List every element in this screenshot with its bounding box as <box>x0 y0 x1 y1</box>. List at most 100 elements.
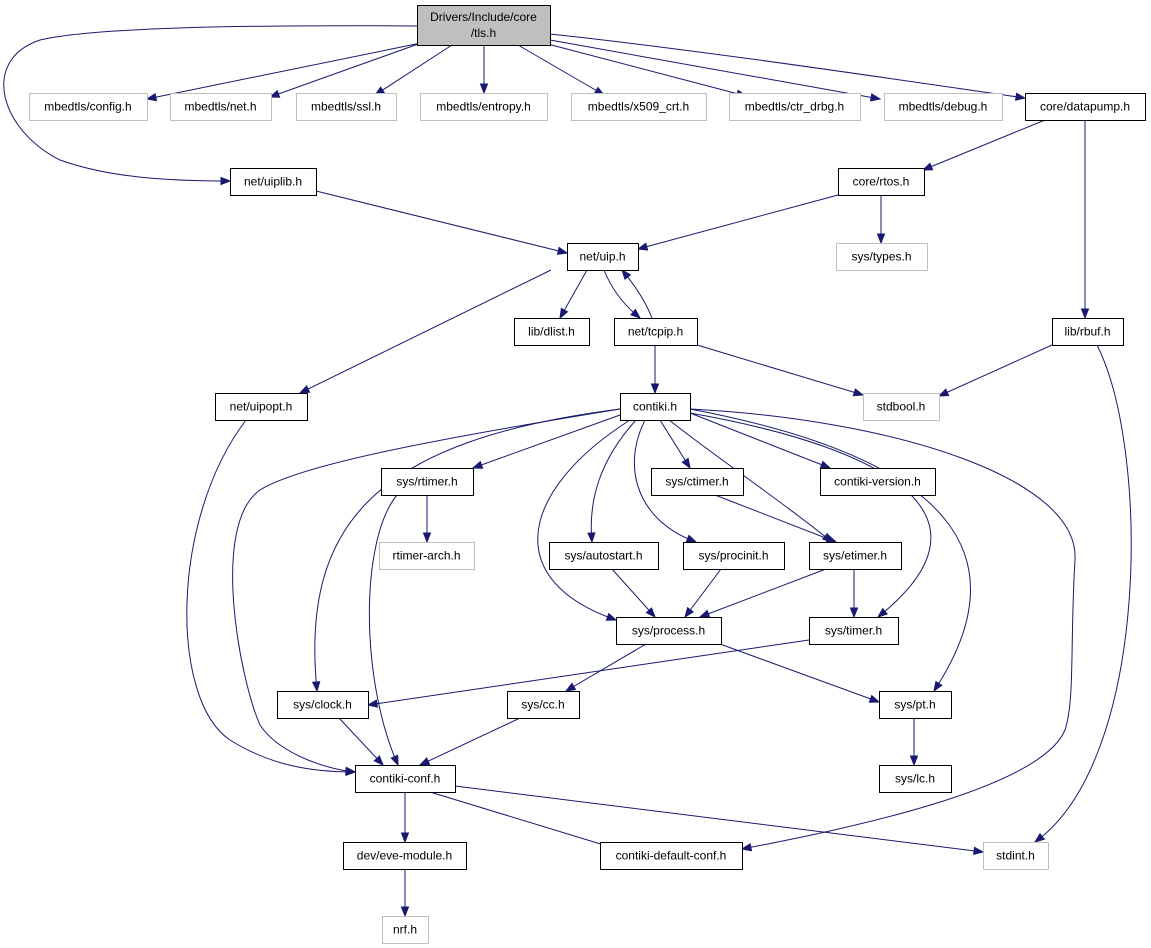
edges-layer <box>3 25 1132 918</box>
node-nrf[interactable]: nrf.h <box>382 916 429 944</box>
node-autostart[interactable]: sys/autostart.h <box>549 542 659 570</box>
node-box <box>809 617 899 645</box>
node-rtos[interactable]: core/rtos.h <box>838 168 925 196</box>
edge-line-contiki-to-autostart <box>590 419 637 543</box>
node-process[interactable]: sys/process.h <box>616 617 722 645</box>
edge-tls-to-uiplib <box>3 25 418 186</box>
edge-tcpip-to-stdbool <box>696 344 865 397</box>
edge-rtimer-to-rtimerarch <box>422 495 432 544</box>
edge-conf-to-eve <box>400 792 410 844</box>
edge-line-contiki-to-cversion <box>689 412 831 469</box>
node-box <box>884 93 1003 121</box>
node-uiplib[interactable]: net/uiplib.h <box>230 168 317 196</box>
node-dlist[interactable]: lib/dlist.h <box>514 318 590 346</box>
node-box <box>29 93 148 121</box>
node-datapump[interactable]: core/datapump.h <box>1025 93 1146 121</box>
edge-line-tls-to-uiplib <box>3 25 418 182</box>
node-box <box>1025 93 1146 121</box>
node-box <box>836 243 928 271</box>
edge-arrowhead-contiki-to-conf <box>345 766 357 776</box>
edge-tls-to-mbedtls_debug <box>549 39 882 102</box>
node-tls[interactable]: Drivers/Include/core/tls.h <box>417 5 551 46</box>
node-mbedtls-ssl[interactable]: mbedtls/ssl.h <box>296 93 397 121</box>
node-box <box>879 691 952 719</box>
edge-arrowhead-rtimer-to-conf <box>390 754 399 767</box>
edge-line-tls-to-mbedtls_net <box>269 42 422 98</box>
node-eve[interactable]: dev/eve-module.h <box>343 842 467 870</box>
edge-line-datapump-to-rtos <box>922 119 1046 171</box>
node-label: contiki-version.h <box>834 475 921 489</box>
edge-arrowhead-rtimer-to-rtimerarch <box>422 532 432 544</box>
node-box <box>879 765 952 793</box>
edge-line-contiki-to-process <box>537 419 631 621</box>
edge-arrowhead-tls-to-mbedtls_entropy <box>479 83 489 95</box>
node-mbedtls-net[interactable]: mbedtls/net.h <box>170 93 272 121</box>
node-pt[interactable]: sys/pt.h <box>879 691 952 719</box>
edge-arrowhead-rbuf-to-stdbool <box>937 388 950 397</box>
node-clock[interactable]: sys/clock.h <box>277 691 369 719</box>
node-mbedtls-ctr[interactable]: mbedtls/ctr_drbg.h <box>729 93 861 121</box>
edge-line-tls-to-mbedtls_x509 <box>517 44 605 96</box>
node-types[interactable]: sys/types.h <box>836 243 928 271</box>
node-lc[interactable]: sys/lc.h <box>879 765 952 793</box>
node-uip[interactable]: net/uip.h <box>567 243 639 271</box>
node-rbuf[interactable]: lib/rbuf.h <box>1052 318 1124 346</box>
node-timer[interactable]: sys/timer.h <box>809 617 899 645</box>
node-stdbool[interactable]: stdbool.h <box>863 393 940 421</box>
edge-arrowhead-datapump-to-rtos <box>921 162 934 171</box>
node-box <box>983 842 1049 870</box>
edge-line-rtimer-to-conf <box>368 494 399 766</box>
edge-arrowhead-contiki-to-process <box>605 612 618 621</box>
node-mbedtls-x509[interactable]: mbedtls/x509_crt.h <box>571 93 707 121</box>
node-label: rtimer-arch.h <box>392 549 460 563</box>
edge-line-uipopt-to-conf <box>186 419 356 773</box>
node-box <box>620 393 691 421</box>
node-tcpip[interactable]: net/tcpip.h <box>614 318 698 346</box>
node-mbedtls-config[interactable]: mbedtls/config.h <box>29 93 148 121</box>
node-box <box>571 93 707 121</box>
node-defconf[interactable]: contiki-default-conf.h <box>600 842 743 870</box>
node-procinit[interactable]: sys/procinit.h <box>683 542 785 570</box>
node-ctimer[interactable]: sys/ctimer.h <box>651 468 744 496</box>
node-cc[interactable]: sys/cc.h <box>507 691 580 719</box>
edge-conf-to-defconf <box>429 791 619 851</box>
edge-rtimer-to-conf <box>368 494 399 767</box>
edge-datapump-to-rtos <box>921 119 1046 171</box>
edge-line-contiki-to-etimer <box>668 419 833 543</box>
node-mbedtls-debug[interactable]: mbedtls/debug.h <box>884 93 1003 121</box>
edge-arrowhead-datapump-to-rbuf <box>1080 308 1090 320</box>
node-label: core/datapump.h <box>1040 100 1130 114</box>
edge-process-to-cc <box>564 643 647 692</box>
edge-tcpip-to-uip <box>621 268 653 319</box>
node-cversion[interactable]: contiki-version.h <box>820 468 936 496</box>
edge-conf-to-stdint <box>454 785 985 856</box>
edge-arrowhead-uip-to-dlist <box>559 307 569 320</box>
edge-arrowhead-tls-to-uiplib <box>220 176 232 186</box>
edge-arrowhead-tls-to-datapump <box>1014 92 1027 101</box>
edge-datapump-to-rbuf <box>1080 120 1090 320</box>
edge-arrowhead-rbuf-to-stdint <box>1033 832 1046 843</box>
node-stdint[interactable]: stdint.h <box>983 842 1049 870</box>
node-label: sys/pt.h <box>894 698 935 712</box>
node-box <box>683 542 785 570</box>
edge-line-contiki-to-timer <box>689 412 932 618</box>
edge-line-rtos-to-uip <box>637 194 839 250</box>
node-box <box>838 168 925 196</box>
node-label: mbedtls/debug.h <box>899 100 988 114</box>
node-box <box>296 93 397 121</box>
node-contiki[interactable]: contiki.h <box>620 393 691 421</box>
edge-timer-to-clock <box>366 639 810 708</box>
node-box <box>417 5 551 46</box>
node-box <box>379 542 475 570</box>
edge-arrowhead-pt-to-lc <box>909 755 919 767</box>
edge-line-tls-to-datapump <box>549 33 1026 99</box>
node-rtimerarch[interactable]: rtimer-arch.h <box>379 542 475 570</box>
node-etimer[interactable]: sys/etimer.h <box>809 542 902 570</box>
node-label: nrf.h <box>393 923 417 937</box>
node-uipopt[interactable]: net/uipopt.h <box>215 393 308 421</box>
node-mbedtls-entropy[interactable]: mbedtls/entropy.h <box>420 93 548 121</box>
node-rtimer[interactable]: sys/rtimer.h <box>381 468 474 496</box>
node-conf[interactable]: contiki-conf.h <box>355 765 456 793</box>
nodes-layer: Drivers/Include/core/tls.h mbedtls/config… <box>29 5 1146 944</box>
edge-clock-to-conf <box>338 717 384 767</box>
